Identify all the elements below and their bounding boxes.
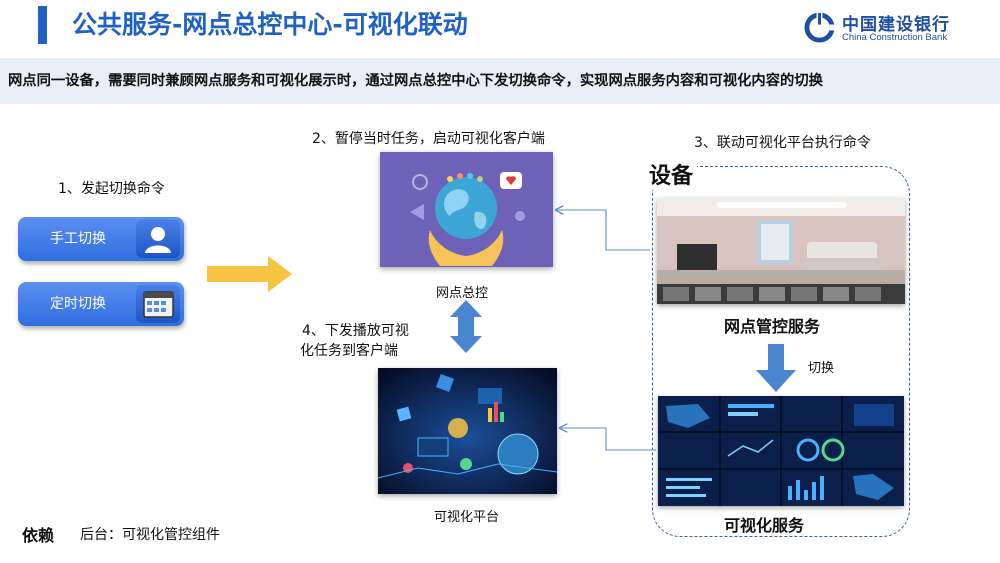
switch-down-arrow (756, 344, 796, 392)
footer-dependency-text: 后台：可视化管控组件 (80, 527, 220, 543)
logo-text-en: China Construction Bank (842, 32, 948, 43)
connector-to-control-center (556, 210, 650, 251)
tech-visual-illustration (378, 368, 557, 494)
manual-switch-button[interactable]: 手工切换 (18, 217, 184, 261)
ccb-logo-icon (804, 12, 835, 43)
room-photo (657, 198, 905, 304)
user-icon (136, 220, 180, 258)
page-title: 公共服务-网点总控中心-可视化联动 (72, 10, 468, 39)
visualization-platform-label: 可视化平台 (434, 510, 500, 525)
branch-service-image (657, 198, 905, 304)
step-4-label-line1: 4、下发播放可视 (302, 323, 409, 339)
step-3-label: 3、联动可视化平台执行命令 (694, 135, 871, 151)
branch-service-label: 网点管控服务 (724, 317, 821, 336)
footer-dependency-title: 依赖 (22, 526, 55, 545)
timer-switch-button[interactable]: 定时切换 (18, 282, 184, 326)
step-4-label-line2: 化任务到客户端 (300, 343, 398, 359)
double-vertical-arrow (450, 300, 482, 353)
visualization-platform-image (378, 368, 557, 494)
banner-text: 网点同一设备，需要同时兼顾网点服务和可视化展示时，通过网点总控中心下发切换命令，… (8, 73, 823, 89)
control-center-label: 网点总控 (436, 286, 489, 301)
switch-label: 切换 (808, 361, 835, 376)
timer-switch-label: 定时切换 (50, 296, 106, 312)
step-2-label: 2、暂停当时任务，启动可视化客户端 (312, 131, 545, 147)
description-banner: 网点同一设备，需要同时兼顾网点服务和可视化展示时，通过网点总控中心下发切换命令，… (0, 58, 1000, 104)
dashboard-wall (658, 396, 904, 506)
device-frame (652, 166, 910, 537)
visualization-service-label: 可视化服务 (724, 516, 805, 535)
yellow-arrow (207, 256, 292, 292)
device-title: 设备 (645, 158, 698, 190)
calendar-icon (136, 285, 180, 323)
title-accent-bar (38, 6, 47, 44)
ccb-logo: 中国建设银行 China Construction Bank (804, 12, 994, 46)
connector-to-visualization-platform (560, 428, 656, 451)
control-center-image (380, 152, 553, 267)
manual-switch-label: 手工切换 (50, 231, 106, 247)
visualization-service-image (658, 396, 904, 506)
logo-text-cn: 中国建设银行 (842, 15, 950, 35)
step-1-label: 1、发起切换命令 (58, 181, 165, 197)
globe-hands-illustration (380, 152, 553, 267)
